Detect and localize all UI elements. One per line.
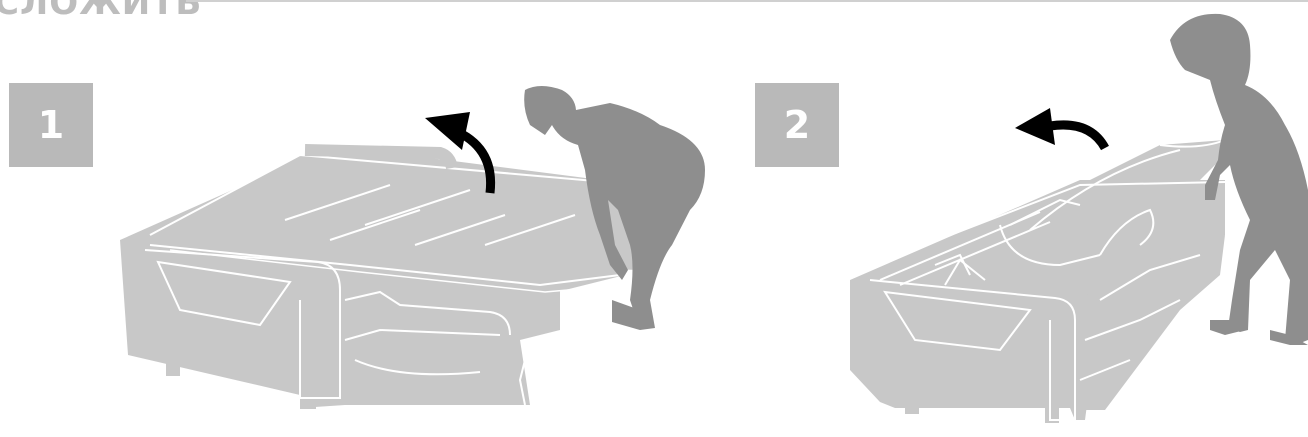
fold-arrow-icon (1015, 108, 1105, 148)
step2-illustration (850, 14, 1308, 423)
step1-illustration (120, 86, 705, 409)
